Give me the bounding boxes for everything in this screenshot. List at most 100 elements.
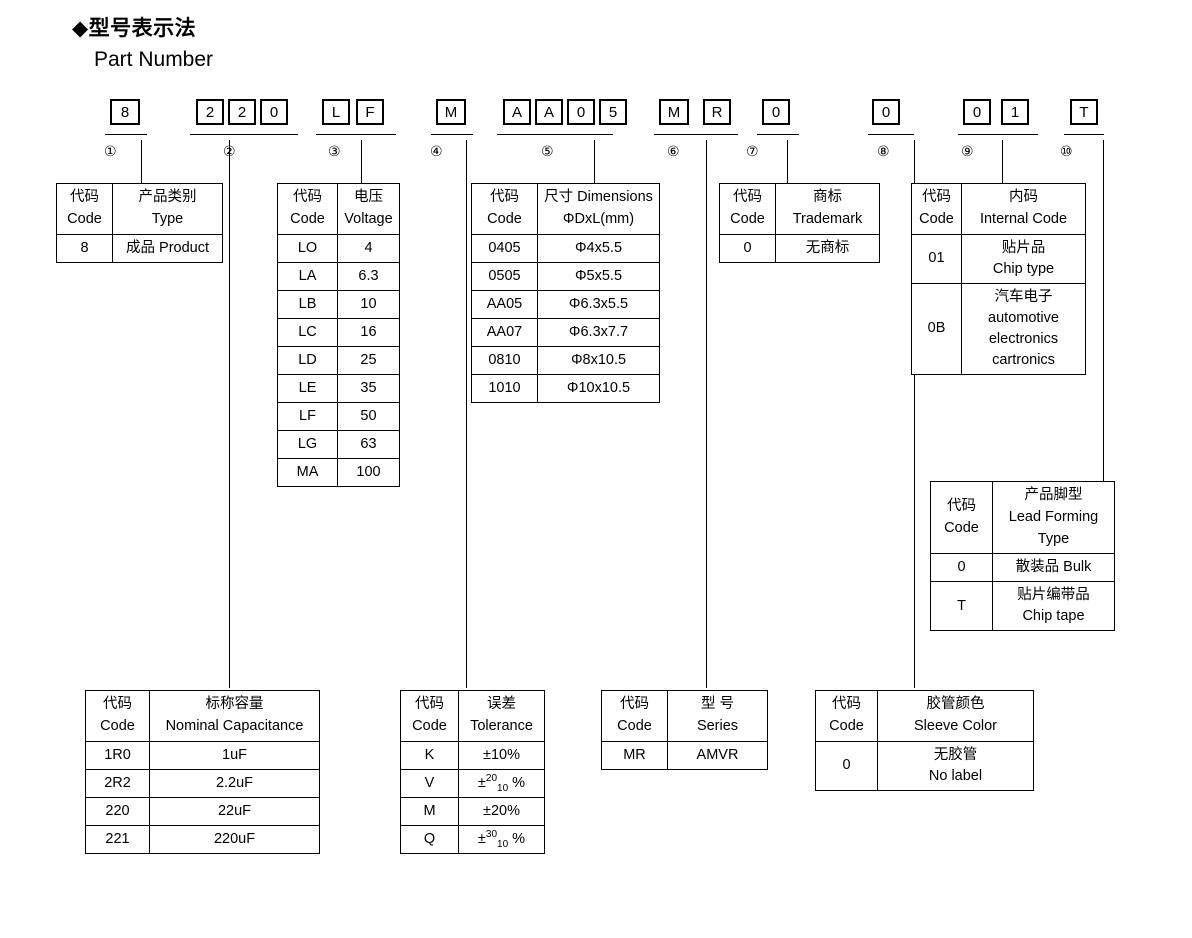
row-value-cell: Φ10x10.5	[537, 373, 660, 403]
header-name-cn: 电压	[354, 189, 383, 205]
part-number-char-box: 8	[110, 99, 140, 125]
group-index-marker: ⑥	[667, 143, 680, 159]
row-value-line: 贴片品	[1001, 239, 1046, 256]
row-value-cell: AMVR	[667, 740, 768, 770]
header-code-cell: 代码 Code	[471, 183, 538, 235]
row-code-cell: 0	[930, 553, 993, 583]
table-row: K±10%	[400, 740, 545, 770]
part-number-char-box: 0	[872, 99, 900, 125]
part-number-char-box: L	[322, 99, 350, 125]
row-value-cell: Φ5x5.5	[537, 261, 660, 291]
row-code-cell: 0	[815, 740, 878, 791]
header-code-en: Code	[412, 717, 447, 734]
row-code-cell: 2R2	[85, 768, 150, 798]
row-value-cell: Φ8x10.5	[537, 345, 660, 375]
row-value-line: 无胶管	[933, 746, 978, 763]
header-code-en: Code	[487, 210, 522, 227]
header-name-cn: 型 号	[700, 696, 735, 712]
row-value-cell: 成品 Product	[112, 233, 223, 263]
header-code-cn: 代码	[103, 696, 132, 712]
tolerance-value: ±2010 %	[477, 772, 526, 794]
row-code-cell: LG	[277, 429, 338, 459]
header-name-en: Trademark	[792, 210, 863, 227]
row-code-cell: 0	[719, 233, 776, 263]
table-row: Q±3010 %	[400, 824, 545, 854]
header-code-cn: 代码	[490, 189, 519, 205]
row-code-cell: LC	[277, 317, 338, 347]
row-code-cell: LO	[277, 233, 338, 263]
group-index-marker: ⑦	[746, 143, 759, 159]
row-value-cell: 63	[337, 429, 400, 459]
header-name-cell: 胶管颜色 Sleeve Color	[877, 690, 1034, 742]
row-code-cell: 220	[85, 796, 150, 826]
group-underline	[316, 134, 396, 135]
group-underline	[958, 134, 1038, 135]
part-number-char-box: 0	[260, 99, 288, 125]
group-underline	[431, 134, 473, 135]
row-value-line: Chip tape	[1022, 608, 1085, 625]
row-code-cell: 8	[56, 233, 113, 263]
group-connector-line	[706, 140, 707, 688]
row-value-line: cartronics	[992, 351, 1055, 368]
group-connector-line	[787, 140, 788, 184]
row-code-cell: 0B	[911, 282, 962, 375]
row-code-cell: 0505	[471, 261, 538, 291]
tolerance-lower: 10	[497, 782, 509, 794]
header-code-en: Code	[730, 210, 765, 227]
row-value-cell: 贴片品 Chip type	[961, 233, 1086, 284]
row-value-line: electronics	[988, 330, 1059, 347]
header-name-cn: 标称容量	[205, 696, 264, 712]
header-name-cn: 胶管颜色	[926, 696, 985, 712]
header-code-en: Code	[829, 717, 864, 734]
row-code-cell: 0405	[471, 233, 538, 263]
group-index-marker: ⑨	[961, 143, 974, 159]
row-value-cell: 6.3	[337, 261, 400, 291]
header-name-en2: Type	[1037, 530, 1070, 547]
group-underline	[757, 134, 799, 135]
header-name-en: Sleeve Color	[913, 717, 997, 734]
row-code-cell: LF	[277, 401, 338, 431]
row-value-cell: 散装品 Bulk	[992, 553, 1115, 583]
row-value-cell: 22uF	[149, 796, 320, 826]
row-value-cell: ±3010 %	[458, 824, 545, 854]
row-code-cell: 1010	[471, 373, 538, 403]
header-name-en: Voltage	[344, 210, 393, 227]
row-code-cell: T	[930, 581, 993, 632]
row-code-cell: V	[400, 768, 459, 798]
group-index-marker: ⑩	[1060, 143, 1073, 159]
row-value-line: Chip type	[992, 260, 1055, 277]
row-code-cell: LB	[277, 289, 338, 319]
tolerance-lower: 10	[497, 838, 509, 850]
